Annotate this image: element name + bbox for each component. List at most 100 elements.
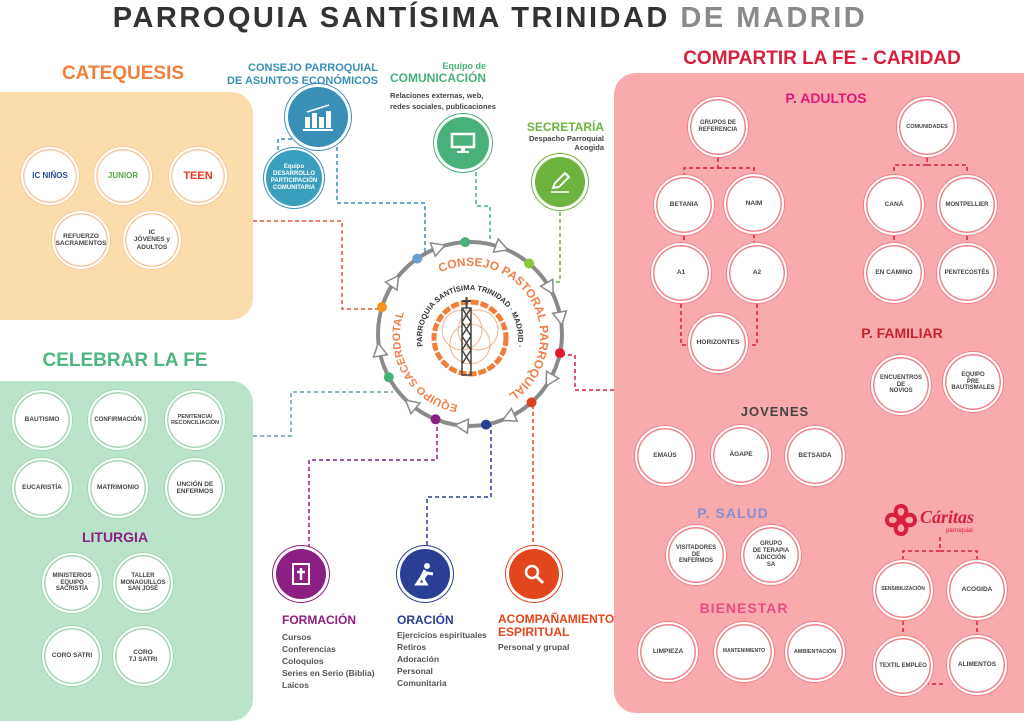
secretaria-title-main: SECRETARÍA [526, 120, 604, 134]
title-main: PARROQUIA SANTÍSIMA TRINIDAD [112, 2, 670, 34]
catequesis-panel [0, 92, 253, 320]
bienestar-title: BIENESTAR [699, 600, 789, 616]
list-item: Laicos [282, 680, 309, 690]
node-caridad-caritas[interactable]: ALIMENTOS [947, 635, 1007, 695]
list-item: Cursos [282, 632, 312, 642]
node-celebrar-items[interactable]: MATRIMONIO [88, 458, 148, 518]
acompanamiento-title-line1: ACOMPAÑAMIENTO [498, 612, 615, 626]
comunicacion-button[interactable] [437, 117, 489, 169]
ring-arrow-icon [404, 398, 422, 416]
jovenes-title: JOVENES [740, 404, 810, 419]
node-celebrar-liturgia_items[interactable]: MINISTERIOS EQUIPO SACRISTÍA [42, 553, 102, 613]
caritas-logo: Cáritas parroquial [884, 503, 994, 539]
ring-dot [383, 372, 394, 383]
secretaria-title: SECRETARÍA Despacho Parroquial Acogida [504, 120, 604, 152]
celebrar-title: CELEBRAR LA FE [42, 350, 208, 371]
catequesis-title: CATEQUESIS [61, 63, 185, 84]
node-caridad-salud[interactable]: GRUPO DE TERAPIA ADICCIÓN SA [741, 525, 801, 585]
node-caridad-adultos[interactable]: COMUNIDADES [897, 97, 957, 157]
connectors-layer: CONSEJO PASTORAL PARROQUIAL EQUIPO SACER… [253, 138, 978, 685]
secretaria-desc-line2: Acogida [574, 143, 604, 152]
oracion-button[interactable] [400, 549, 450, 599]
economico-button[interactable] [288, 87, 348, 147]
bar-chart-icon [303, 104, 333, 131]
formacion-title: FORMACIÓN [282, 613, 356, 627]
node-caridad-caritas[interactable]: ACOGIDA [947, 560, 1007, 620]
node-caridad-jovenes[interactable]: EMAÚS [635, 426, 695, 486]
connector-catequesis [253, 220, 384, 310]
connector-celebrar [253, 391, 393, 437]
node-caridad-adultos[interactable]: A1 [651, 243, 711, 303]
node-caridad-familiar[interactable]: ENCUENTROS DE NOVIOS [871, 355, 931, 415]
center-outer-right-text: CONSEJO PASTORAL PARROQUIAL [436, 255, 551, 404]
pencil-icon [551, 171, 571, 193]
caritas-subtitle: parroquial [946, 528, 973, 534]
economico-title: CONSEJO PARROQUIAL DE ASUNTOS ECONÓMICOS [218, 62, 378, 88]
node-celebrar-items[interactable]: CONFIRMACIÓN [88, 390, 148, 450]
acompanamiento-button[interactable] [509, 549, 559, 599]
connector-comunicacion [475, 172, 491, 244]
liturgia-title: LITURGIA [81, 529, 149, 545]
node-caridad-salud[interactable]: VISITADORES DE ENFERMOS [666, 525, 726, 585]
node-caridad-caritas[interactable]: SENSIBILIZACIÓN [873, 560, 933, 620]
node-caridad-adultos[interactable]: A2 [727, 243, 787, 303]
ring-arrow-icon [429, 242, 447, 258]
node-catequesis-items[interactable]: TEEN [169, 147, 227, 205]
secretaria-desc-line1: Despacho Parroquial [528, 134, 604, 143]
node-caridad-adultos[interactable]: HORIZONTES [688, 313, 748, 373]
desarrollo-button[interactable]: Equipo DESARROLLO PARTICIPACIÓN COMUNITA… [266, 150, 322, 206]
node-caridad-jovenes[interactable]: BETSAIDA [785, 426, 845, 486]
node-caridad-adultos[interactable]: EN CAMINO [864, 243, 924, 303]
node-caridad-bienestar[interactable]: LIMPIEZA [638, 622, 698, 682]
node-celebrar-items[interactable]: PENITENCIA/ RECONCILIACIÓN [165, 390, 225, 450]
connector-oracion [426, 423, 492, 548]
node-caridad-jovenes[interactable]: ÁGAPE [711, 425, 771, 485]
node-caridad-adultos[interactable]: CANÁ [864, 175, 924, 235]
list-item: Comunitaria [397, 678, 447, 688]
node-caridad-adultos[interactable]: NAIM [724, 174, 784, 234]
node-catequesis-items[interactable]: IC JÓVENES y ADULTOS [123, 211, 181, 269]
desarrollo-label: Equipo DESARROLLO PARTICIPACIÓN COMUNITA… [270, 164, 318, 191]
node-catequesis-items[interactable]: REFUERZO SACRAMENTOS [52, 211, 110, 269]
comunicacion-desc-line2: redes sociales, publicaciones [390, 102, 496, 111]
acompanamiento-desc: Personal y grupal [498, 642, 570, 652]
ring-dot [526, 397, 537, 408]
node-celebrar-liturgia_items[interactable]: CORO SATRI [42, 626, 102, 686]
node-celebrar-items[interactable]: EUCARISTÍA [12, 458, 72, 518]
node-celebrar-items[interactable]: UNCIÓN DE ENFERMOS [165, 458, 225, 518]
ring-dot [460, 237, 471, 248]
formacion-button[interactable] [276, 549, 326, 599]
ring-dot [412, 253, 423, 264]
secretaria-button[interactable] [535, 157, 585, 207]
node-celebrar-items[interactable]: BAUTISMO [12, 390, 72, 450]
pastoral-ring [372, 237, 568, 435]
node-celebrar-liturgia_items[interactable]: TALLER MONAGUILLOS SAN JOSÉ [113, 553, 173, 613]
node-celebrar-liturgia_items[interactable]: CORO TJ SATRI [113, 626, 173, 686]
node-caridad-adultos[interactable]: BETANIA [654, 175, 714, 235]
node-caridad-adultos[interactable]: MONTPELLIER [937, 175, 997, 235]
node-caridad-adultos[interactable]: GRUPOS DE REFERENCIA [688, 97, 748, 157]
ring-dot [480, 419, 491, 430]
acompanamiento-title-line2: ESPIRITUAL [498, 625, 570, 639]
oracion-title: ORACIÓN [397, 613, 454, 627]
ring-arrow-icon [545, 370, 561, 388]
ring-dot [554, 348, 565, 359]
connector-secretaria [548, 212, 561, 283]
praying-person-icon [414, 563, 434, 586]
node-catequesis-items[interactable]: JUNIOR [94, 147, 152, 205]
list-item: Personal [397, 666, 433, 676]
node-caridad-bienestar[interactable]: MANTENIMIENTO [714, 622, 774, 682]
comunicacion-desc-line1: Relaciones externas, web, [390, 91, 484, 100]
node-caridad-familiar[interactable]: EQUIPO PRE BAUTISMALES [943, 352, 1003, 412]
node-catequesis-items[interactable]: IC NIÑOS [21, 147, 79, 205]
list-item: Series en Serio (Biblia) [282, 668, 375, 678]
node-caridad-bienestar[interactable]: AMBIENTACIÓN [785, 622, 845, 682]
caritas-cross-icon [884, 503, 918, 537]
ring-arrow-icon [492, 237, 510, 253]
comunicacion-title-small: Equipo de [442, 61, 487, 71]
magnifier-icon [524, 564, 545, 585]
node-caridad-caritas[interactable]: TEXTIL EMPLEO [873, 636, 933, 696]
node-caridad-adultos[interactable]: PENTECOSTÉS [937, 243, 997, 303]
comunicacion-desc: Relaciones externas, web, redes sociales… [390, 90, 496, 112]
